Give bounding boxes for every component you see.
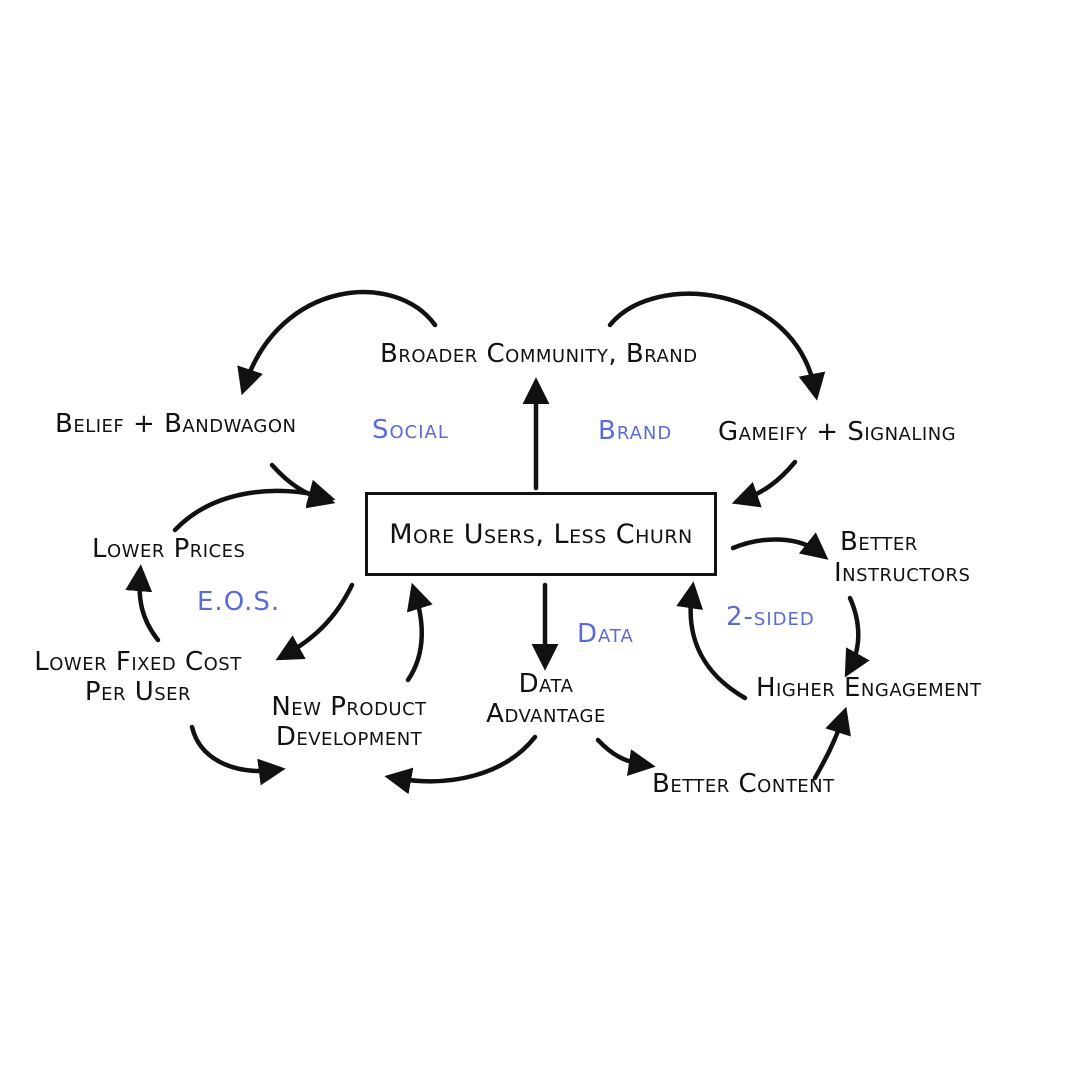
category-brand: Brand bbox=[598, 416, 673, 446]
node-new-product-line1: New Product bbox=[271, 692, 427, 722]
arrow-gameify-to-center bbox=[731, 459, 798, 508]
node-belief-bandwagon: Belief + Bandwagon bbox=[55, 409, 297, 439]
node-new-product-development: New Product Development bbox=[256, 692, 442, 753]
node-gameify-signaling: Gameify + Signaling bbox=[718, 417, 957, 447]
arrow-center-to-newproduct bbox=[275, 582, 355, 661]
arrow-engagement-to-center bbox=[676, 581, 748, 701]
category-social: Social bbox=[372, 415, 449, 445]
node-lower-prices: Lower Prices bbox=[92, 534, 246, 564]
node-broader-community: Broader Community, Brand bbox=[380, 339, 698, 369]
arrow-community-to-belief bbox=[237, 289, 438, 396]
node-better-instructors-line2: Instructors bbox=[834, 558, 971, 589]
node-data-advantage-line2: Advantage bbox=[486, 698, 606, 729]
node-data-advantage-line1: Data bbox=[518, 669, 574, 699]
arrow-center-to-instructors bbox=[730, 532, 829, 560]
arrow-data-to-newproduct bbox=[384, 734, 538, 795]
node-lower-fixed-cost-line1: Lower Fixed Cost bbox=[34, 647, 242, 677]
category-eos: E.O.S. bbox=[197, 587, 281, 617]
node-new-product-line2: Development bbox=[275, 721, 423, 752]
arrow-lowerprices-to-center bbox=[172, 479, 336, 533]
category-data: Data bbox=[577, 619, 634, 649]
arrow-fixedcost-to-newproduct bbox=[189, 724, 286, 786]
center-node-box: More Users, Less Churn bbox=[365, 492, 717, 576]
node-lower-fixed-cost: Lower Fixed Cost Per User bbox=[22, 647, 254, 708]
center-node-label: More Users, Less Churn bbox=[389, 518, 693, 550]
arrow-community-to-gameify bbox=[607, 291, 826, 401]
arrow-data-to-bettercontent bbox=[595, 737, 656, 776]
node-better-instructors-line1: Better bbox=[840, 527, 918, 557]
arrow-newproduct-to-center bbox=[405, 582, 433, 683]
arrow-instructors-to-engagement bbox=[844, 595, 870, 678]
node-better-content: Better Content bbox=[652, 769, 835, 799]
node-lower-fixed-cost-line2: Per User bbox=[84, 676, 192, 707]
node-data-advantage: Data Advantage bbox=[466, 669, 626, 730]
node-better-instructors: Better Instructors bbox=[834, 527, 970, 589]
node-higher-engagement: Higher Engagement bbox=[756, 673, 982, 703]
arrow-bettercontent-to-engagement bbox=[812, 706, 851, 781]
category-two-sided: 2-sided bbox=[726, 602, 815, 632]
arrow-fixedcost-to-lowerprices bbox=[125, 564, 161, 643]
